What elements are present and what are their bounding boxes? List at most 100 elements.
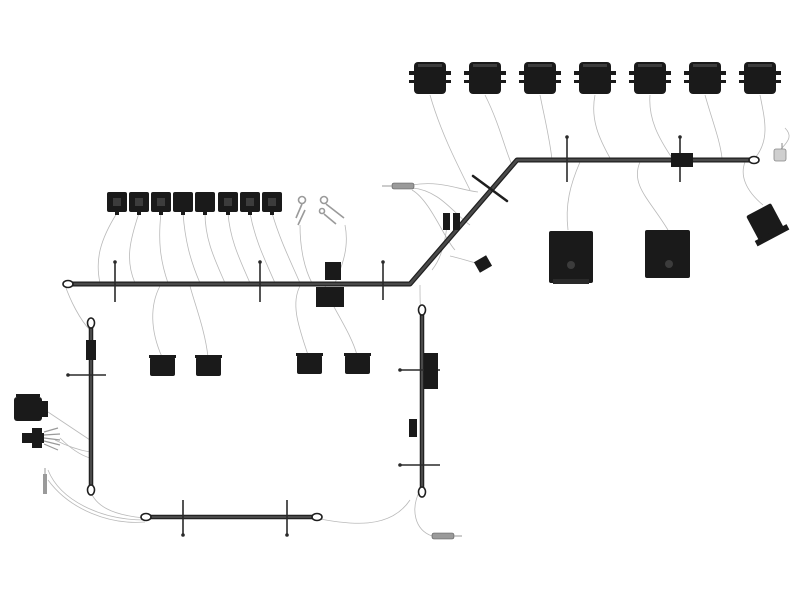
box-connector [645,230,690,278]
clamp-head [258,260,262,264]
small-connector [173,192,193,215]
round-connector [574,62,616,94]
clamp-head [398,463,402,467]
ring-terminal-lug [325,203,345,219]
small-connector [240,192,260,215]
left-plug-connector [22,427,61,451]
wire-lead [189,285,209,358]
eyelet [86,484,96,496]
small-connector [195,192,215,215]
mid-connector [344,353,371,374]
wire-lead [182,212,201,284]
wire-lead [89,489,146,519]
wire-lead [754,94,766,159]
junction-block [671,153,693,167]
left-connectors [14,394,61,494]
wire-lead [539,94,553,161]
clamp-head [113,260,117,264]
ring-terminal [297,195,307,205]
inline-terminal [431,532,462,540]
wire-lead [152,285,163,358]
wire-lead [271,212,301,284]
wire-leads [44,94,790,537]
wire-lead [414,489,433,537]
wire-lead [649,94,673,159]
wire-lead [47,469,146,521]
mid-connectors [149,353,371,376]
wire-lead [429,94,471,191]
eyelet [748,155,760,165]
round-connector [409,62,451,94]
box-connector [549,231,593,284]
wire-lead [566,161,581,231]
junction-block [316,287,344,307]
junction-block [325,262,341,280]
small-connector [129,192,149,215]
wire-lead [411,183,479,193]
wire-lead [704,94,723,159]
wire-lead [779,127,790,151]
left-round-connector [14,394,48,421]
junction-block [473,255,493,273]
small-connector [151,192,171,215]
inline-terminal [382,182,415,190]
round-connector [684,62,726,94]
angled-connector [746,203,790,247]
small-connector-row [107,192,282,215]
ring-terminal-lug [297,209,306,226]
wire-lead [249,212,276,284]
wire-lead [97,212,118,284]
left-terminal-probe [43,468,47,494]
eyelet [417,304,427,316]
clamp-head [181,533,185,537]
wire-lead [227,212,251,284]
trunk-eyelets [62,155,760,522]
mid-connector [195,355,222,376]
eyelet [417,486,427,498]
wire-lead [593,94,611,159]
end-sensor [773,143,787,162]
junction-block [86,340,96,360]
clamp-heads [66,135,682,537]
box-connectors [549,203,790,284]
main-trunk-core [68,158,754,286]
ring-terminals [295,195,345,226]
wire-lead [47,479,146,523]
junction-block [453,213,460,230]
junction-block [443,213,450,230]
wire-lead [314,499,411,524]
round-connector [629,62,671,94]
wire-lead [44,409,91,441]
small-connector [218,192,238,215]
wire-lead [54,439,91,453]
clamp-head [565,135,569,139]
wire-lead [484,94,513,166]
mid-connector [149,355,176,376]
wire-lead [129,212,140,284]
mid-connector [296,353,323,374]
wire-lead [295,285,309,356]
wire-lead [636,161,669,231]
clamp-head [381,260,385,264]
ring-terminal [319,195,329,205]
clamp-head [678,135,682,139]
small-connector [107,192,127,215]
junction-block [409,419,417,437]
round-connector-row [409,62,781,94]
wire-lead [411,187,471,226]
eyelet [311,512,323,522]
clamps [68,137,681,535]
eyelet [62,279,74,289]
eyelet [140,512,152,522]
ring-terminal-lug [323,213,337,225]
small-connector [262,192,282,215]
wire-lead [64,284,91,331]
branch-stub [471,174,509,203]
junction-block [424,353,438,389]
clamp-head [66,373,70,377]
round-connector [739,62,781,94]
ring-terminal-lug [295,203,303,219]
junction-blocks [86,153,693,437]
round-connector [464,62,506,94]
